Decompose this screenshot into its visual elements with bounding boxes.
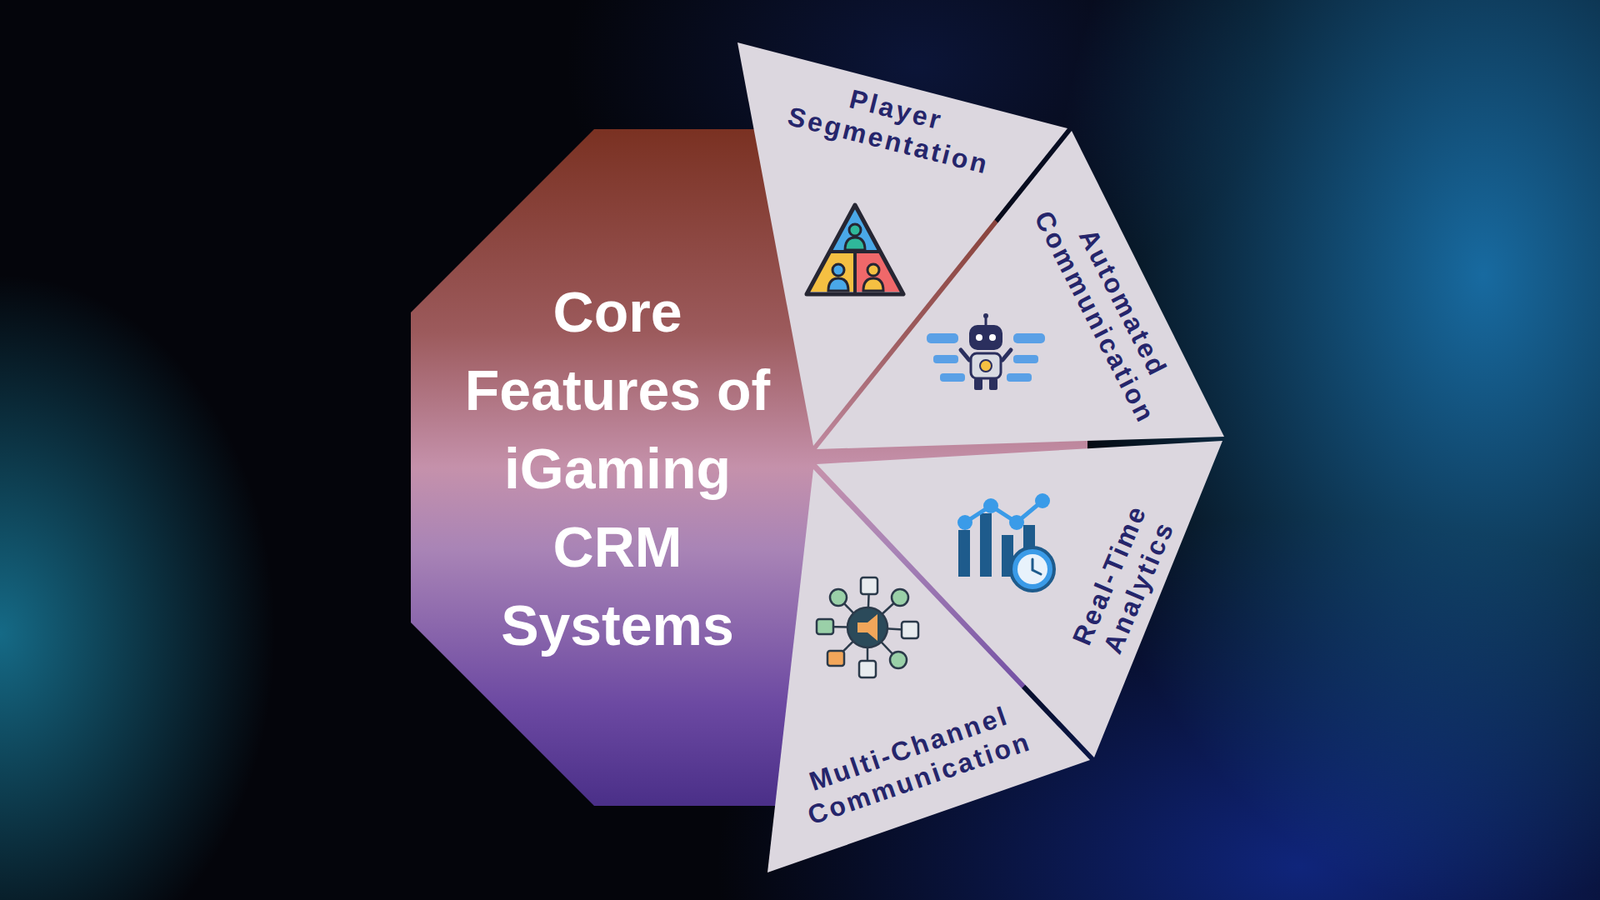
person-body	[863, 278, 884, 291]
network-link	[867, 597, 900, 628]
pyramid-divider	[830, 250, 880, 254]
clock-face	[1010, 547, 1055, 591]
trend-dot	[1035, 493, 1050, 509]
center-title: Core Features of iGaming CRM Systems	[450, 272, 785, 665]
analytics-icon	[957, 493, 1055, 591]
robot-eye	[975, 334, 983, 341]
chat-bubble	[1013, 333, 1045, 344]
triangle-fill	[767, 469, 1090, 873]
robot-antenna	[985, 316, 988, 325]
trend-line	[965, 500, 1043, 523]
network-link	[835, 627, 868, 659]
pyramid-icon	[806, 205, 904, 295]
network-icon	[816, 577, 919, 678]
chat-bubble	[933, 355, 959, 364]
chat-bubble	[926, 333, 959, 344]
megaphone	[857, 614, 878, 641]
robot-arm	[960, 350, 970, 360]
pyramid-top	[830, 208, 880, 252]
pyramid-left	[809, 251, 855, 292]
trend-dot	[983, 498, 999, 514]
channel-node	[827, 650, 845, 666]
channel-node	[859, 660, 876, 678]
person-body	[828, 278, 849, 291]
channel-node	[830, 589, 847, 606]
person-head	[832, 264, 845, 276]
person-head	[849, 224, 861, 236]
hub-circle	[847, 607, 888, 648]
robot-leg	[989, 378, 998, 390]
robot-head	[969, 325, 1003, 350]
clock-dial	[1017, 554, 1048, 585]
pyramid-outline	[806, 205, 904, 295]
feature-triangle: Automated Communication	[816, 130, 1225, 450]
pyramid-right	[855, 251, 901, 292]
trend-dot	[957, 515, 973, 530]
channel-node	[901, 621, 919, 639]
person-head	[867, 264, 880, 276]
chart-bar	[1023, 525, 1035, 559]
triangle-fill	[816, 130, 1225, 450]
chat-bubble	[1006, 373, 1032, 382]
network-link	[867, 627, 910, 630]
robot-eye	[989, 334, 996, 341]
channel-node	[860, 577, 878, 595]
chat-bubble	[940, 373, 965, 382]
chart-bar	[1001, 535, 1014, 577]
robot-icon	[926, 313, 1045, 390]
robot-antenna	[983, 313, 989, 319]
robot-leg	[974, 378, 983, 390]
clock-hands	[1032, 559, 1041, 575]
channel-node	[891, 589, 909, 606]
network-link	[838, 597, 868, 628]
chart-bar	[958, 530, 970, 577]
chart-bar	[980, 513, 992, 577]
feature-triangle: Multi-Channel Communication	[767, 469, 1090, 873]
node-shape	[816, 130, 1225, 450]
robot-arm	[1002, 350, 1011, 360]
channel-node	[890, 651, 907, 669]
network-link	[866, 627, 870, 670]
robot-badge	[980, 360, 992, 372]
person-body	[845, 237, 865, 250]
robot-body	[970, 353, 1001, 379]
network-link	[867, 627, 899, 660]
pyramid-divider	[853, 251, 857, 293]
network-link	[867, 585, 870, 628]
trend-dot	[1009, 515, 1025, 530]
channel-node	[816, 619, 834, 635]
network-link	[825, 626, 868, 628]
chat-bubble	[1013, 355, 1039, 364]
